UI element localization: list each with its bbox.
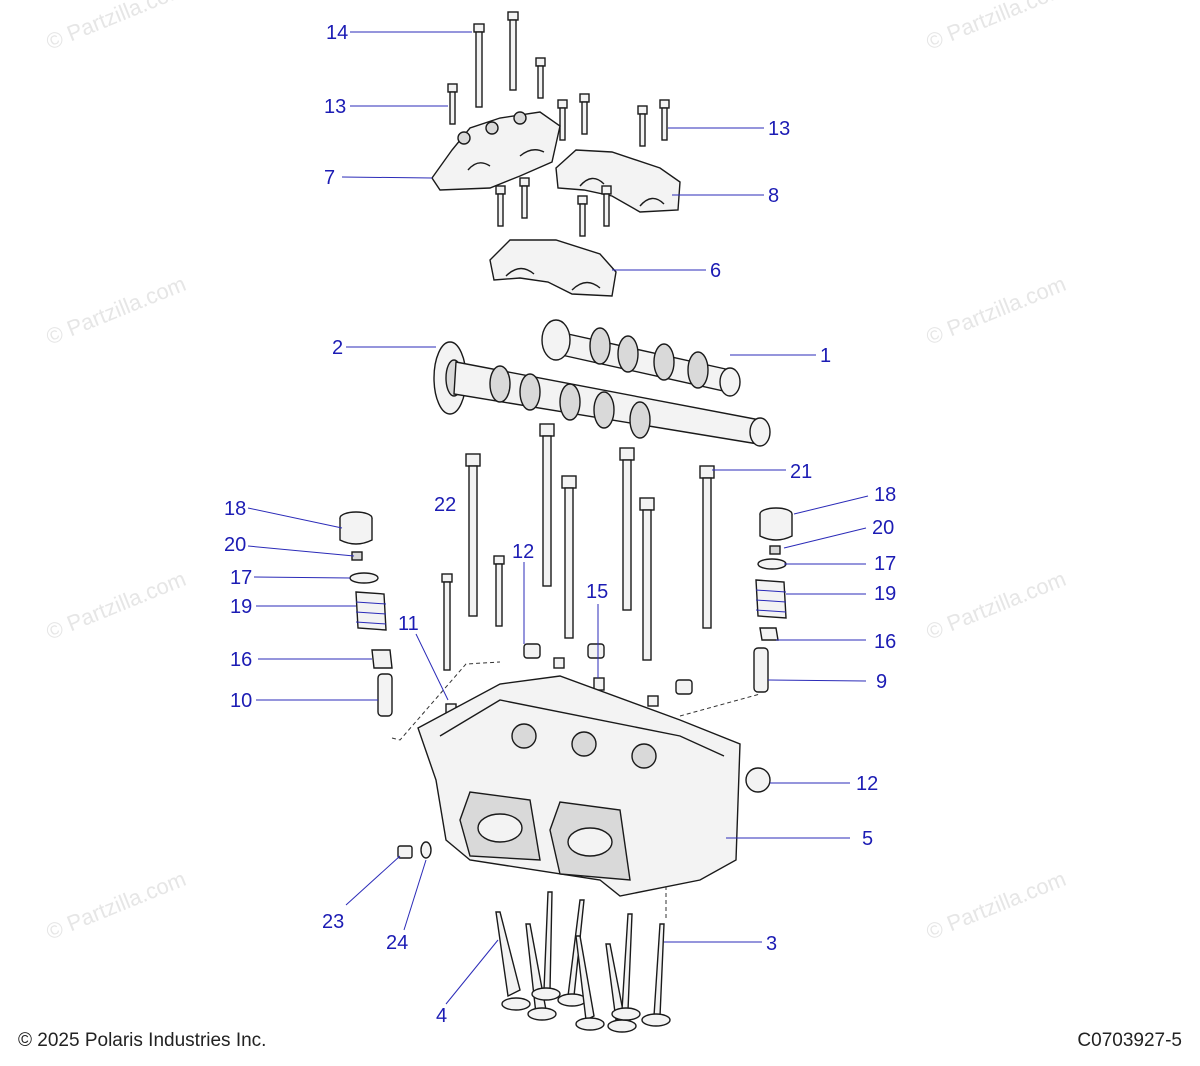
callout-16-left: 16 bbox=[230, 649, 252, 671]
watermark: © Partzilla.com bbox=[43, 866, 190, 945]
callout-22: 22 bbox=[434, 494, 456, 516]
watermark: © Partzilla.com bbox=[923, 566, 1070, 645]
callout-2: 2 bbox=[332, 337, 343, 359]
valves bbox=[495, 891, 671, 1033]
camshaft-cap-left bbox=[431, 111, 561, 191]
callout-labels: 14 13 13 7 8 6 2 1 21 22 18 18 20 20 12 … bbox=[224, 22, 896, 1027]
callout-21: 21 bbox=[790, 461, 812, 483]
camshaft-exhaust bbox=[541, 319, 741, 397]
cam-cap-bolts-upper bbox=[447, 11, 670, 147]
callout-19-right: 19 bbox=[874, 583, 896, 605]
watermark: © Partzilla.com bbox=[923, 271, 1070, 350]
callout-13-left: 13 bbox=[324, 96, 346, 118]
callout-4: 4 bbox=[436, 1005, 447, 1027]
callout-7: 7 bbox=[324, 167, 335, 189]
camshaft-cap-center bbox=[489, 239, 617, 297]
watermark: © Partzilla.com bbox=[43, 566, 190, 645]
callout-20-left: 20 bbox=[224, 534, 246, 556]
callout-9: 9 bbox=[876, 671, 887, 693]
callout-18-right: 18 bbox=[874, 484, 896, 506]
callout-16-right: 16 bbox=[874, 631, 896, 653]
callout-5: 5 bbox=[862, 828, 873, 850]
camshaft-cap-right bbox=[555, 149, 681, 213]
callout-13-right: 13 bbox=[768, 118, 790, 140]
leader-lines bbox=[247, 31, 869, 1005]
copyright-notice: © 2025 Polaris Industries Inc. bbox=[18, 1030, 267, 1051]
callout-18-left: 18 bbox=[224, 498, 246, 520]
callout-14: 14 bbox=[326, 22, 348, 44]
callout-11: 11 bbox=[398, 613, 419, 635]
callout-8: 8 bbox=[768, 185, 779, 207]
head-bolts bbox=[441, 423, 715, 671]
callout-20-right: 20 bbox=[872, 517, 894, 539]
drain-bolt-and-washer bbox=[397, 841, 432, 859]
watermark: © Partzilla.com bbox=[43, 271, 190, 350]
valve-train-left bbox=[339, 511, 393, 717]
diagram-code: C0703927-5 bbox=[1077, 1030, 1182, 1051]
callout-12-upper: 12 bbox=[512, 541, 534, 563]
callout-1: 1 bbox=[820, 345, 831, 367]
watermark: © Partzilla.com bbox=[923, 0, 1070, 55]
valve-train-right bbox=[753, 507, 793, 693]
callout-23: 23 bbox=[322, 911, 344, 933]
callout-24: 24 bbox=[386, 932, 408, 954]
callout-12-lower: 12 bbox=[856, 773, 878, 795]
callout-3: 3 bbox=[766, 933, 777, 955]
cam-cap-bolts-lower bbox=[495, 177, 612, 237]
watermark: © Partzilla.com bbox=[43, 0, 190, 55]
callout-15: 15 bbox=[586, 581, 608, 603]
callout-17-left: 17 bbox=[230, 567, 252, 589]
callout-10: 10 bbox=[230, 690, 252, 712]
callout-19-left: 19 bbox=[230, 596, 252, 618]
camshaft-intake bbox=[433, 341, 771, 447]
callout-17-right: 17 bbox=[874, 553, 896, 575]
callout-6: 6 bbox=[710, 260, 721, 282]
hidden-line bbox=[391, 661, 501, 741]
hidden-line bbox=[679, 693, 761, 717]
watermark: © Partzilla.com bbox=[923, 866, 1070, 945]
cylinder-head bbox=[417, 675, 771, 897]
